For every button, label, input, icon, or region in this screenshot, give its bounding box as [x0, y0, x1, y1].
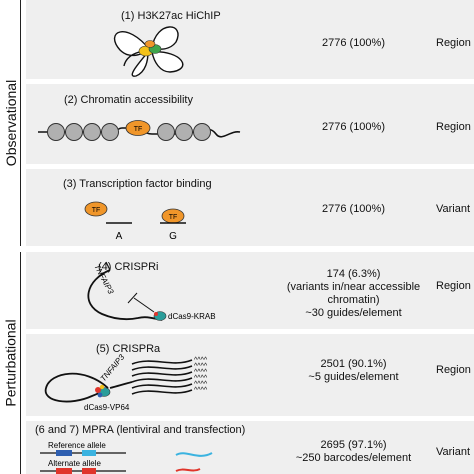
panel-tf-binding: (3) Transcription factor binding TF A TF… [26, 169, 474, 246]
panel-stat: 174 (6.3%) (variants in/near accessible … [266, 268, 441, 320]
panel-stat: 2776 (100%) [266, 203, 441, 216]
vp64-yellow [99, 384, 105, 390]
panel-crispra: (5) CRISPRa TNFAIP3 ^^^^ ^^^^ ^^^^ ^^^^ … [26, 334, 474, 416]
loop-anchor-orange [144, 40, 156, 48]
vp64-blue [97, 392, 103, 398]
panel-title: (6 and 7) MPRA (lentiviral and transfect… [35, 424, 246, 436]
observational-bracket [20, 0, 21, 246]
nucleosome [175, 123, 193, 141]
hichip-loop-diagram [113, 26, 184, 77]
svg-text:^^^^: ^^^^ [194, 387, 208, 394]
stat-line: 174 (6.3%) [326, 268, 381, 280]
tf-label: TF [169, 214, 178, 221]
panel-title: (4) CRISPRi [98, 261, 159, 273]
svg-text:^^^^: ^^^^ [194, 357, 208, 364]
crispri-diagram: TNFAIP3 dCas9-KRAB [87, 261, 216, 321]
nucleosome-diagram: TF [38, 120, 241, 141]
crispra-diagram: TNFAIP3 ^^^^ ^^^^ ^^^^ ^^^^ ^^^^ ^^^^ dC… [44, 352, 208, 412]
tf-oval [125, 120, 151, 136]
reference-transcript [175, 452, 213, 457]
repression-line [133, 297, 155, 313]
tf-label: TF [92, 207, 101, 214]
panel-crispri: (4) CRISPRi TNFAIP3 dCas9-KRAB 174 (6.3%… [26, 252, 474, 329]
nucleosome [157, 123, 175, 141]
svg-text:^^^^: ^^^^ [194, 375, 208, 382]
stat-line: ~30 guides/element [305, 307, 402, 319]
panel-title: (1) H3K27ac HiChIP [121, 10, 221, 22]
tf-oval-unbound [84, 201, 108, 217]
panel-level: Region [436, 121, 471, 133]
reference-allele-label: Reference allele [48, 441, 106, 450]
panel-chromatin-accessibility: (2) Chromatin accessibility TF 2776 (100… [26, 84, 474, 164]
allele-a-label: A [116, 231, 123, 242]
panel-stat: 2501 (90.1%) ~5 guides/element [266, 358, 441, 384]
svg-text:^^^^: ^^^^ [194, 381, 208, 388]
allele-g-label: G [169, 231, 177, 242]
repression-bar [127, 292, 138, 304]
panel-title: (5) CRISPRa [96, 343, 161, 355]
stat-line: 2501 (90.1%) [320, 358, 387, 370]
tnfaip3-arrow [105, 261, 111, 271]
nucleosome [47, 123, 65, 141]
tf-binding-diagram: TF A TF G [84, 201, 186, 242]
stat-line: 2776 (100%) [322, 121, 385, 133]
vp64-red [95, 387, 101, 393]
perturbational-group-label: Perturbational [0, 252, 22, 474]
stat-line: 2695 (97.1%) [320, 439, 387, 451]
alternate-allele-label: Alternate allele [48, 459, 101, 468]
svg-text:^^^^: ^^^^ [194, 369, 208, 376]
panel-title: (3) Transcription factor binding [63, 178, 212, 190]
stat-line: 2776 (100%) [322, 37, 385, 49]
gene-label: TNFAIP3 [99, 352, 127, 383]
panel-level: Variant [436, 446, 471, 458]
stat-line: 2776 (100%) [322, 203, 385, 215]
nucleosome [65, 123, 83, 141]
effector-label: dCas9-VP64 [84, 403, 130, 412]
panel-level: Region [436, 37, 471, 49]
alternate-transcript [175, 468, 201, 472]
tf-label: TF [134, 126, 143, 133]
panel-title: (2) Chromatin accessibility [64, 94, 193, 106]
panel-stat: 2695 (97.1%) ~250 barcodes/element [266, 439, 441, 465]
perturbational-bracket [20, 252, 21, 474]
panel-mpra: (6 and 7) MPRA (lentiviral and transfect… [26, 421, 474, 474]
perturbational-label-text: Perturbational [3, 319, 20, 407]
panel-level: Region [436, 280, 471, 292]
krab-domain [154, 312, 158, 316]
panel-hichip: (1) H3K27ac HiChIP 2776 (100%) Region [26, 0, 474, 79]
stat-line: ~250 barcodes/element [295, 452, 412, 464]
panel-level: Region [436, 364, 471, 376]
panel-level: Variant [436, 203, 471, 215]
mpra-diagram: Reference allele Alternate allele [40, 441, 213, 474]
panel-stat: 2776 (100%) [266, 37, 441, 50]
effector-label: dCas9-KRAB [168, 312, 216, 321]
stat-line: ~5 guides/element [308, 371, 399, 383]
nucleosome [83, 123, 101, 141]
panel-stat: 2776 (100%) [266, 121, 441, 134]
observational-group-label: Observational [0, 0, 22, 246]
observational-label-text: Observational [3, 79, 20, 167]
nucleosome [193, 123, 211, 141]
svg-text:^^^^: ^^^^ [194, 363, 208, 370]
nucleosome [101, 123, 119, 141]
stat-line: (variants in/near accessible chromatin) [286, 281, 421, 306]
